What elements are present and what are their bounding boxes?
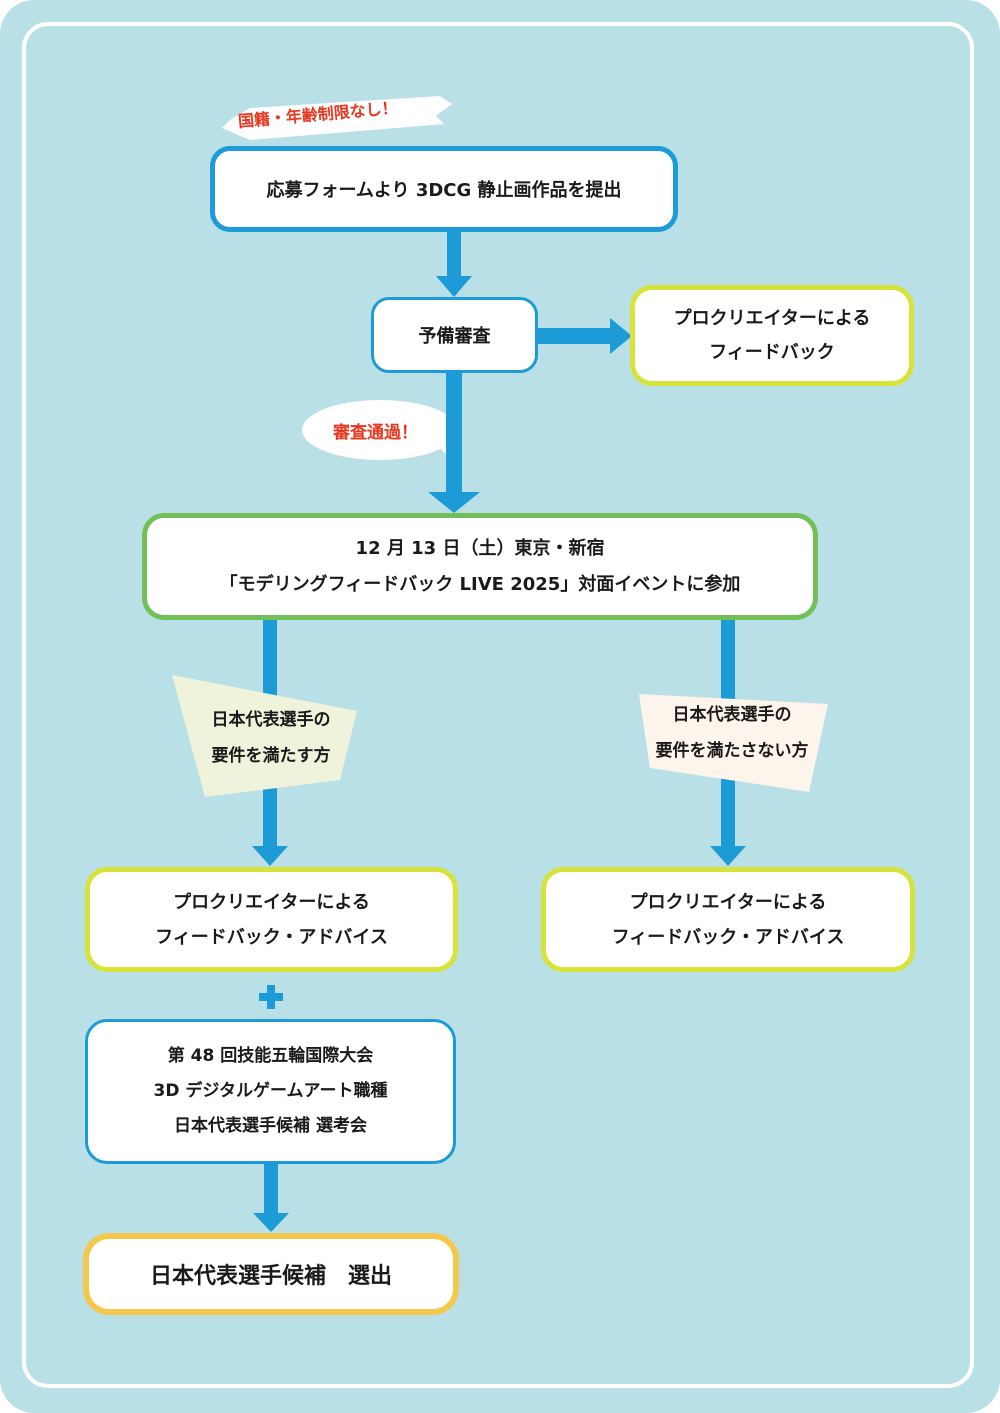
step-text: 日本代表選手候補 選出 — [149, 1264, 392, 1289]
callout-no-limit-bubble — [222, 96, 452, 140]
arrow-head — [428, 492, 480, 513]
step-text: 予備審査 — [418, 326, 491, 347]
arrow-shaft — [264, 1164, 278, 1214]
arrow-shaft — [447, 232, 461, 276]
step-text: 12 月 13 日（土）東京・新宿 — [355, 537, 605, 559]
step-text: 日本代表選手候補 選考会 — [174, 1116, 367, 1136]
step-feedback-advice-left: プロクリエイターによる フィードバック・アドバイス — [85, 867, 458, 972]
branch-text: 日本代表選手の — [211, 710, 331, 730]
step-text: 3D デジタルゲームアート職種 — [153, 1081, 388, 1101]
arrow-head — [436, 276, 472, 297]
branch-label-meets: 日本代表選手の 要件を満たす方 — [186, 702, 356, 774]
plus-icon — [255, 981, 287, 1013]
arrow-shaft — [538, 328, 612, 344]
step-text: 「モデリングフィードバック LIVE 2025」対面イベントに参加 — [219, 573, 741, 595]
step-feedback-prelim: プロクリエイターによる フィードバック — [630, 285, 914, 386]
arrow-head — [252, 846, 288, 866]
step-text: フィードバック・アドバイス — [155, 926, 388, 948]
step-feedback-advice-right: プロクリエイターによる フィードバック・アドバイス — [541, 867, 915, 972]
callout-passed: 審査通過！ — [333, 423, 418, 443]
step-text: フィードバック — [709, 341, 835, 363]
plus-icon-vertical — [267, 985, 275, 1009]
label-not-meets-shape — [639, 694, 828, 792]
step-text: プロクリエイターによる — [673, 307, 871, 329]
arrow-head — [710, 846, 746, 866]
step-text: 応募フォームより 3DCG 静止画作品を提出 — [266, 180, 622, 201]
branch-text: 要件を満たさない方 — [655, 741, 809, 761]
inner-frame — [22, 22, 974, 1388]
branch-label-not-meets: 日本代表選手の 要件を満たさない方 — [632, 697, 832, 769]
arrow-head — [610, 318, 632, 354]
arrow-head — [253, 1213, 289, 1232]
step-preliminary-review: 予備審査 — [371, 297, 538, 373]
step-worldskills-selection: 第 48 回技能五輪国際大会 3D デジタルゲームアート職種 日本代表選手候補 … — [85, 1019, 456, 1164]
step-live-event: 12 月 13 日（土）東京・新宿 「モデリングフィードバック LIVE 202… — [142, 513, 818, 620]
step-submit-work: 応募フォームより 3DCG 静止画作品を提出 — [210, 146, 678, 232]
label-meets-shape — [172, 675, 357, 797]
step-text: プロクリエイターによる — [629, 891, 827, 913]
branch-text: 日本代表選手の — [672, 705, 792, 725]
step-text: 第 48 回技能五輪国際大会 — [167, 1046, 374, 1066]
step-final-selection: 日本代表選手候補 選出 — [83, 1233, 459, 1315]
step-text: プロクリエイターによる — [173, 891, 370, 913]
branch-text: 要件を満たす方 — [211, 746, 331, 766]
arrow-shaft — [446, 373, 462, 495]
callout-passed-bubble — [302, 400, 458, 460]
step-text: フィードバック・アドバイス — [611, 926, 845, 948]
